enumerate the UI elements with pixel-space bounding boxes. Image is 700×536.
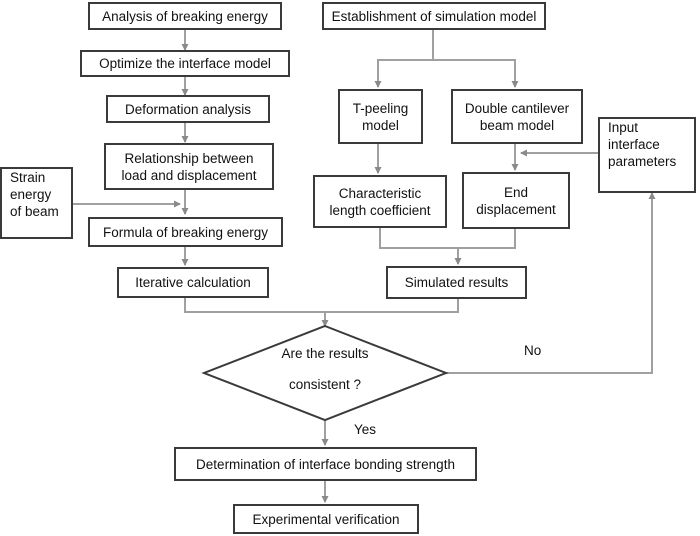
node-dcb-line1: Double cantilever [464,100,570,116]
node-determination-label: Determination of interface bonding stren… [196,456,455,472]
node-input-line2: interface [608,137,660,152]
node-iterative-label: Iterative calculation [135,275,251,290]
decision-diamond [201,324,449,422]
node-formula-label: Formula of breaking energy [102,224,269,240]
edge-characteristic-to-simulated [379,228,462,265]
node-strain-line3: of beam [10,204,59,219]
node-input-line3: parameters [608,154,677,169]
node-end-displacement: End displacement [462,172,570,229]
node-establishment-of-simulation-model: Establishment of simulation model [322,2,546,30]
node-relationship-load-displacement: Relationship between load and displaceme… [104,143,274,190]
node-analysis-of-breaking-energy: Analysis of breaking energy [88,2,282,30]
node-simulated-results: Simulated results [386,266,527,299]
node-double-cantilever-beam-model: Double cantilever beam model [451,89,583,144]
decision-label-line2: consistent ? [288,377,362,392]
edge-label-no: No [524,343,542,358]
node-strain-line1: Strain [10,170,46,185]
decision-label-line1: Are the results [281,346,369,361]
edge-iterative-to-decision [184,298,329,327]
node-characteristic-line2: length coefficient [329,202,431,218]
edge-simulated-to-decision [325,299,459,313]
node-characteristic-line1: Characteristic [338,185,422,201]
node-strain-energy-of-beam: Strain energy of beam [0,167,73,239]
node-experimental-verification: Experimental verification [233,504,419,534]
node-relationship-line1: Relationship between [124,150,254,166]
node-tpeeling-line2: model [362,117,399,133]
node-optimize-interface-model: Optimize the interface model [80,50,290,77]
edge-establishment-to-dcb [433,59,519,88]
edge-label-yes: Yes [354,422,377,437]
node-analysis-label: Analysis of breaking energy [102,8,268,24]
node-dcb-line2: beam model [479,117,555,133]
edge-end-to-simulated [458,229,516,249]
node-strain-line2: energy [10,187,52,202]
edge-decision-no-to-input [446,192,656,374]
node-end-line2: displacement [476,201,556,217]
node-optimize-label: Optimize the interface model [99,56,271,71]
node-characteristic-length-coefficient: Characteristic length coefficient [313,175,447,228]
node-experimental-label: Experimental verification [252,511,400,527]
node-relationship-line2: load and displacement [121,167,257,183]
node-end-line1: End [503,184,529,200]
node-deformation-analysis: Deformation analysis [106,95,270,123]
node-establishment-label: Establishment of simulation model [331,8,537,24]
node-input-interface-parameters: Input interface parameters [598,117,696,193]
node-t-peeling-model: T-peeling model [338,89,423,144]
node-formula-of-breaking-energy: Formula of breaking energy [88,217,283,247]
node-iterative-calculation: Iterative calculation [117,267,269,298]
node-simulated-label: Simulated results [404,275,509,290]
node-input-line1: Input [608,120,639,135]
node-tpeeling-line1: T-peeling [352,100,409,116]
edge-establishment-to-tpeeling [374,30,434,88]
node-determination-of-interface-bonding-strength: Determination of interface bonding stren… [174,447,477,481]
node-deformation-label: Deformation analysis [124,101,252,117]
